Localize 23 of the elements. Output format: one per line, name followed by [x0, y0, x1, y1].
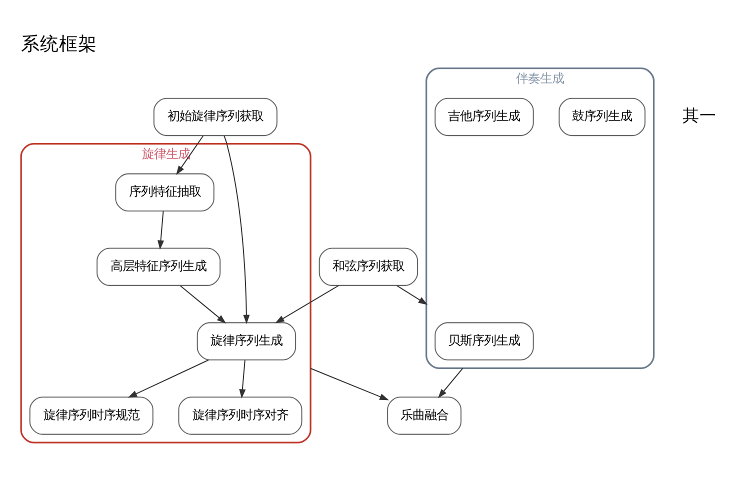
node-box: 贝斯序列生成 [434, 322, 534, 360]
arrow [310, 367, 389, 400]
arrow [396, 284, 428, 304]
arrow [158, 210, 164, 250]
node-box: 高层特征序列生成 [96, 247, 221, 286]
node-box: 吉他序列生成 [434, 97, 534, 136]
node-box: 旋律序列时序规范 [29, 396, 154, 434]
diagram-title: 系统框架 [20, 34, 97, 55]
arrow [438, 367, 464, 398]
arrow [180, 284, 226, 324]
arrow [224, 135, 250, 324]
node-box: 乐曲融合 [387, 396, 462, 434]
node-box: 鼓序列生成 [558, 97, 646, 136]
node-box: 旋律序列时序对齐 [178, 396, 302, 434]
arrow [176, 134, 204, 175]
node-box: 初始旋律序列获取 [153, 97, 278, 136]
arrow [239, 360, 246, 398]
arrow [128, 359, 209, 398]
arrow [275, 284, 339, 323]
label: 其一 [682, 105, 716, 124]
node-box: 和弦序列获取 [318, 247, 418, 286]
node-box: 序列特征抽取 [115, 172, 214, 212]
node-box: 旋律序列生成 [196, 322, 296, 360]
